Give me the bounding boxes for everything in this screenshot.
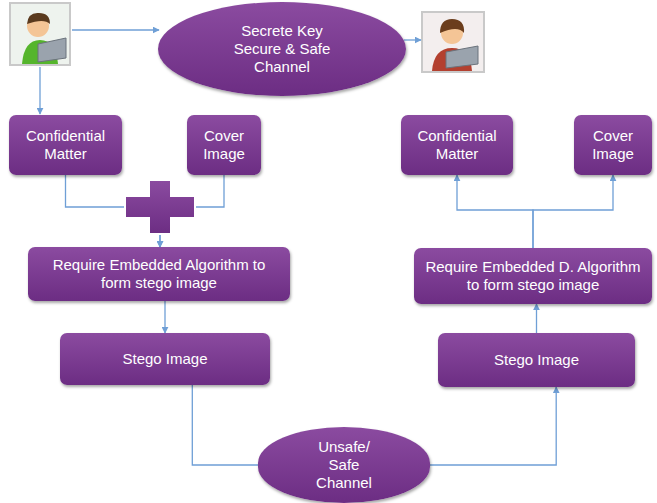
connector [430,387,556,465]
box-label: Cover Image [195,127,253,163]
icon-arrow [72,29,159,30]
process-box: Confidential Matter [401,115,513,175]
box-label: Secrete Key Secure & Safe Channel [226,22,338,76]
key-channel-pill: Secrete Key Secure & Safe Channel [158,2,406,96]
box-label: Require Embedded Algorithm to form stego… [36,256,282,292]
process-box: Cover Image [187,115,261,175]
box-label: Confidential Matter [17,127,114,163]
connector [164,301,165,333]
box-label: Cover Image [582,127,644,163]
connector [192,385,258,465]
sender-icon [10,3,70,65]
receiver-icon [422,12,484,72]
process-box: Stego Image [60,333,270,385]
process-box: Cover Image [574,115,652,175]
box-label: Stego Image [494,351,579,369]
process-box: Require Embedded Algorithm to form stego… [28,247,290,301]
process-box: Confidential Matter [9,115,122,175]
icon-arrow [404,39,421,40]
connector [536,304,537,333]
process-box: Stego Image [438,333,635,387]
process-box: Require Embedded D. Algorithm to form st… [414,248,652,304]
plus-symbol [125,180,195,234]
box-label: Unsafe/ Safe Channel [313,438,375,492]
box-label: Require Embedded D. Algorithm to form st… [422,258,644,294]
channel-pill: Unsafe/ Safe Channel [258,427,430,503]
box-label: Confidential Matter [409,127,505,163]
connector [533,175,613,248]
icon-arrow [39,67,40,114]
box-label: Stego Image [122,350,207,368]
connector [457,175,533,248]
